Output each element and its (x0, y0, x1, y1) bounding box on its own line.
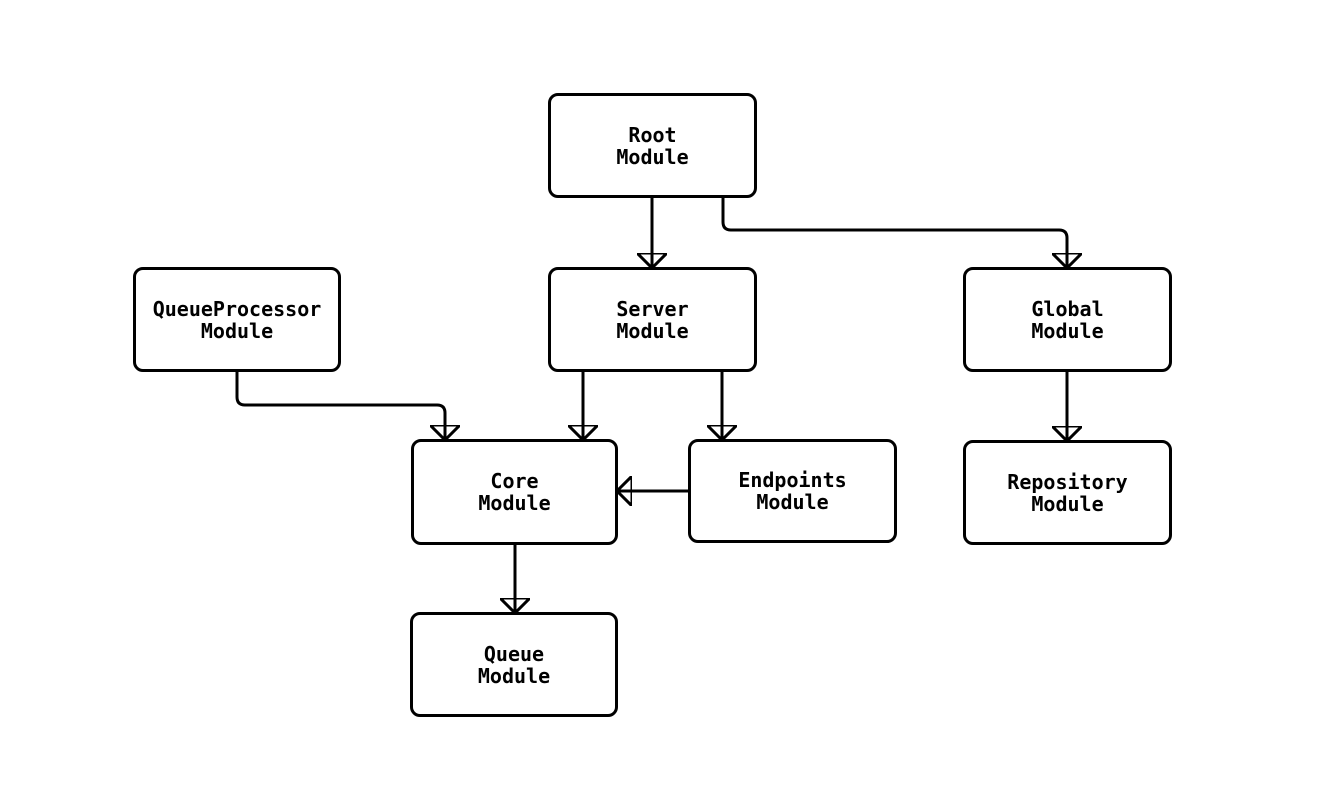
node-server-label-line1: Server (616, 296, 689, 321)
node-endpoints-label-line1: Endpoints (738, 468, 847, 492)
node-endpoints-label-line2: Module (756, 490, 829, 514)
node-queueprocessor-label-line1: QueueProcessor (152, 296, 322, 321)
node-global-label-line1: Global (1031, 296, 1104, 321)
node-queue-label-line2: Module (477, 663, 551, 688)
node-queueprocessor-module: QueueProcessor Module (133, 267, 341, 372)
node-global-module: Global Module (963, 267, 1172, 372)
node-core-label-line2: Module (478, 491, 551, 515)
node-root-label-line2: Module (616, 144, 689, 169)
node-queueprocessor-label-line2: Module (200, 318, 274, 343)
node-core-label-line1: Core (490, 469, 539, 493)
node-core-module: Core Module (411, 439, 618, 545)
node-server-module: Server Module (548, 267, 757, 372)
node-repository-label-line2: Module (1031, 491, 1104, 516)
node-root-module: Root Module (548, 93, 757, 198)
node-queue-module: Queue Module (410, 612, 618, 717)
node-global-label-line2: Module (1031, 318, 1104, 343)
node-repository-label-line1: Repository (1007, 469, 1128, 494)
node-endpoints-module: Endpoints Module (688, 439, 897, 543)
node-repository-module: Repository Module (963, 440, 1172, 545)
node-root-label-line1: Root (628, 122, 677, 147)
edge-queueprocessor-to-core (235, 372, 445, 439)
edge-root-to-global (721, 198, 1067, 267)
node-server-label-line2: Module (616, 318, 689, 343)
node-queue-label-line1: Queue (483, 641, 545, 666)
